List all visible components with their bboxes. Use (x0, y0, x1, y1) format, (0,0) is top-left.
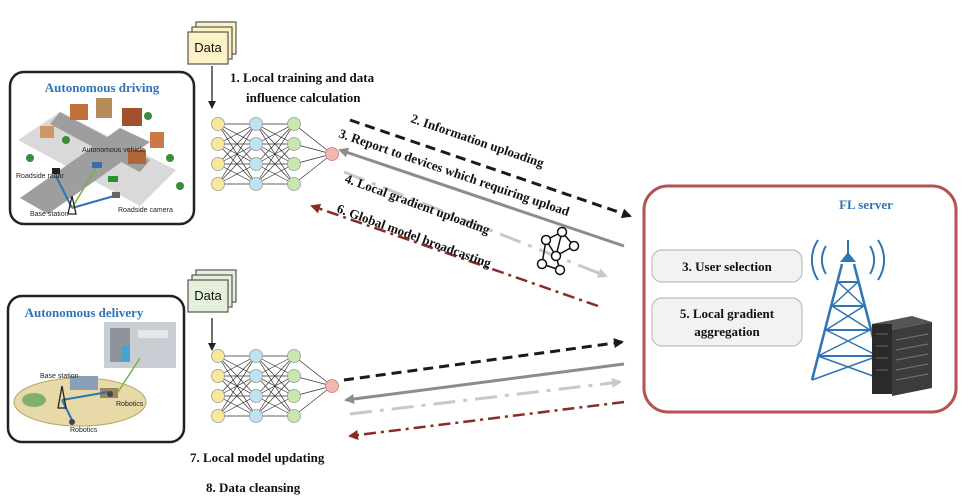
nn-node (211, 177, 225, 191)
arrow-local-gradient-uploading (343, 170, 608, 278)
nn-edge (217, 355, 257, 377)
local-gradient-aggregation-box: 5. Local gradient aggregation (651, 297, 803, 347)
arrow-bottom-information-uploading (343, 338, 624, 382)
nn-node (211, 389, 225, 403)
nn-edge (217, 355, 257, 397)
arrow-information-uploading (349, 118, 632, 219)
nn-edge (255, 355, 295, 377)
nn-node (287, 157, 301, 171)
nn-edge (255, 355, 295, 417)
driving-label-camera: Roadside camera (118, 207, 173, 214)
data-card-bottom: Data (187, 269, 237, 313)
nn-node (249, 157, 263, 171)
driving-label-vehicle: Autonomous vehicle (82, 147, 145, 154)
user-selection-box: 3. User selection (651, 249, 803, 283)
delivery-label-robot-1: Robotics (116, 401, 144, 408)
nn-edge (255, 123, 295, 145)
step-6-label: 6. Global model broadcasting (335, 201, 494, 271)
step-1-line-1: 1. Local training and data (230, 70, 375, 85)
nn-node (287, 177, 301, 191)
nn-edge (255, 123, 295, 185)
nn-output-node (325, 379, 339, 393)
nn-edge (217, 375, 257, 417)
arrow-report-to-devices (338, 147, 625, 248)
arrow-bottom-report (344, 362, 625, 404)
nn-node (211, 117, 225, 131)
nn-edge (217, 123, 257, 165)
nn-node (249, 349, 263, 363)
nn-edge (293, 153, 333, 185)
delivery-panel-title: Autonomous delivery (25, 305, 144, 320)
nn-edge (255, 143, 295, 185)
nn-node (211, 369, 225, 383)
nn-node (211, 409, 225, 423)
neural-network-bottom (211, 349, 339, 423)
driving-label-base: Base station (30, 211, 69, 218)
autonomous-driving-panel: Autonomous driving Autonomous (8, 70, 196, 226)
nn-node (287, 117, 301, 131)
nn-edge (255, 375, 295, 417)
data-card-top: Data (187, 21, 237, 65)
delivery-label-robot-2: Robotics (70, 427, 98, 434)
step-8-label: 8. Data cleansing (206, 480, 301, 495)
nn-edge (217, 395, 257, 417)
delivery-illustration: Base station Robotics Robotics (13, 322, 176, 434)
arrow-global-model-broadcasting (310, 203, 599, 308)
driving-illustration: Autonomous vehicle Roadside radar Roadsi… (16, 98, 184, 218)
fl-server-panel: FL server 3. User selection 5. Local gra… (642, 184, 958, 414)
nn-edge (293, 123, 333, 155)
delivery-label-base: Base station (40, 373, 79, 380)
nn-edge (255, 355, 295, 397)
transmission-tower-icon (810, 239, 886, 381)
nn-edge (255, 395, 295, 417)
nn-node (249, 137, 263, 151)
aggregation-label-line-2: aggregation (694, 324, 760, 339)
driving-label-radar: Roadside radar (16, 173, 65, 180)
nn-node (249, 409, 263, 423)
data-card-bottom-label: Data (194, 288, 222, 303)
nn-node (211, 137, 225, 151)
nn-node (249, 369, 263, 383)
nn-output-node (325, 147, 339, 161)
nn-node (287, 369, 301, 383)
nn-node (287, 409, 301, 423)
nn-edge (217, 163, 257, 185)
user-selection-label: 3. User selection (682, 259, 772, 274)
autonomous-delivery-panel: Autonomous delivery Base station Robotic… (6, 294, 186, 444)
nn-node (287, 389, 301, 403)
neural-network-top (211, 117, 339, 191)
nn-edge (293, 385, 333, 417)
nn-node (287, 137, 301, 151)
server-rack-icon (872, 316, 932, 396)
step-7-label: 7. Local model updating (190, 450, 325, 465)
driving-panel-title: Autonomous driving (45, 80, 160, 95)
nn-edge (217, 355, 257, 417)
nn-edge (217, 143, 257, 185)
step-1-line-2: influence calculation (246, 90, 361, 105)
data-card-top-label: Data (194, 40, 222, 55)
nn-node (249, 177, 263, 191)
nn-edge (255, 163, 295, 185)
nn-node (287, 349, 301, 363)
nn-edge (217, 123, 257, 145)
nn-node (211, 349, 225, 363)
nn-edge (255, 123, 295, 165)
nn-node (211, 157, 225, 171)
nn-edge (217, 123, 257, 185)
arrow-bottom-global-broadcasting (348, 400, 625, 440)
nn-node (249, 117, 263, 131)
nn-edge (293, 355, 333, 387)
graph-network-icon (536, 226, 580, 276)
arrow-bottom-gradient-uploading (349, 377, 622, 416)
fl-server-title: FL server (839, 197, 893, 212)
aggregation-label-line-1: 5. Local gradient (680, 306, 775, 321)
nn-node (249, 389, 263, 403)
